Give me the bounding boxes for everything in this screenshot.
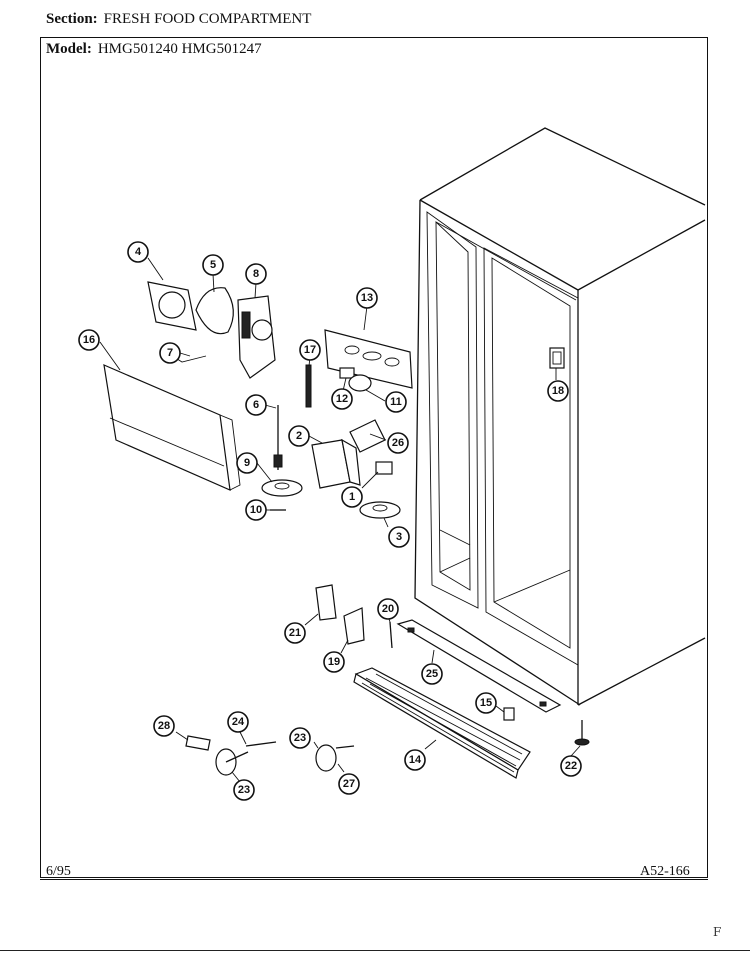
model-label: Model: (46, 41, 92, 57)
svg-text:22: 22 (565, 760, 577, 772)
svg-text:17: 17 (304, 344, 316, 356)
section-heading: Section: FRESH FOOD COMPARTMENT (46, 11, 311, 28)
callout-6: 6 (245, 394, 267, 416)
callout-1: 1 (341, 486, 363, 508)
footer-diagram-code: A52-166 (640, 864, 690, 879)
light-bracket-assembly (305, 329, 413, 408)
callout-26: 26 (387, 432, 409, 454)
callout-23b: 23 (233, 779, 255, 801)
svg-text:27: 27 (343, 778, 355, 790)
page-bottom-line (0, 950, 750, 951)
callout-25: 25 (421, 663, 443, 685)
svg-text:25: 25 (426, 668, 438, 680)
svg-text:5: 5 (210, 259, 216, 271)
svg-text:3: 3 (396, 531, 402, 543)
svg-text:4: 4 (135, 246, 142, 258)
callout-4: 4 (127, 241, 149, 263)
callout-15: 15 (475, 692, 497, 714)
svg-text:24: 24 (232, 716, 245, 728)
svg-text:8: 8 (253, 268, 259, 280)
callout-12: 12 (331, 388, 353, 410)
callout-22: 22 (560, 755, 582, 777)
callout-23a: 23 (289, 727, 311, 749)
control-parts (261, 405, 401, 519)
svg-text:21: 21 (289, 627, 301, 639)
section-title: FRESH FOOD COMPARTMENT (103, 11, 312, 27)
callout-20: 20 (377, 598, 399, 620)
svg-text:10: 10 (250, 504, 262, 516)
callout-2: 2 (288, 425, 310, 447)
svg-text:16: 16 (83, 334, 95, 346)
svg-text:2: 2 (296, 430, 302, 442)
callout-21: 21 (284, 622, 306, 644)
svg-text:23: 23 (238, 784, 250, 796)
upper-parts-cluster (147, 281, 276, 379)
roller-parts (185, 735, 355, 776)
model-numbers: HMG501240 HMG501247 (97, 41, 262, 57)
callout-11: 11 (385, 391, 407, 413)
svg-text:26: 26 (392, 437, 404, 449)
callout-16: 16 (78, 329, 100, 351)
callout-14: 14 (404, 749, 426, 771)
small-fasteners (503, 707, 590, 746)
callout-7: 7 (159, 342, 181, 364)
svg-text:14: 14 (409, 754, 422, 766)
diagram-frame (40, 37, 708, 878)
footer-rule (40, 879, 708, 880)
callout-5: 5 (202, 254, 224, 276)
callout-8: 8 (245, 263, 267, 285)
part-16-panel (103, 364, 241, 491)
model-heading: Model: HMG501240 HMG501247 (46, 41, 262, 58)
svg-text:6: 6 (253, 399, 259, 411)
callout-9: 9 (236, 452, 258, 474)
callout-10: 10 (245, 499, 267, 521)
refrigerator-cabinet (414, 127, 706, 706)
callout-27: 27 (338, 773, 360, 795)
svg-text:13: 13 (361, 292, 373, 304)
leader-lines (99, 257, 581, 783)
part-14-grille (353, 667, 531, 779)
callout-3: 3 (388, 526, 410, 548)
callout-19: 19 (323, 651, 345, 673)
callout-17: 17 (299, 339, 321, 361)
svg-text:23: 23 (294, 732, 306, 744)
svg-text:9: 9 (244, 457, 250, 469)
part-25-rail (396, 619, 562, 713)
middle-parts (315, 584, 393, 649)
svg-text:19: 19 (328, 656, 340, 668)
svg-text:12: 12 (336, 393, 348, 405)
svg-text:20: 20 (382, 603, 394, 615)
svg-text:7: 7 (167, 347, 173, 359)
callout-24: 24 (227, 711, 249, 733)
footer-date: 6/95 (46, 864, 71, 879)
svg-text:15: 15 (480, 697, 492, 709)
svg-text:11: 11 (390, 396, 402, 408)
svg-text:1: 1 (349, 491, 355, 503)
svg-text:18: 18 (552, 385, 564, 397)
corner-mark: F (713, 925, 722, 939)
section-label: Section: (46, 11, 98, 27)
svg-text:28: 28 (158, 720, 170, 732)
callout-28: 28 (153, 715, 175, 737)
callout-13: 13 (356, 287, 378, 309)
callout-18: 18 (547, 380, 569, 402)
